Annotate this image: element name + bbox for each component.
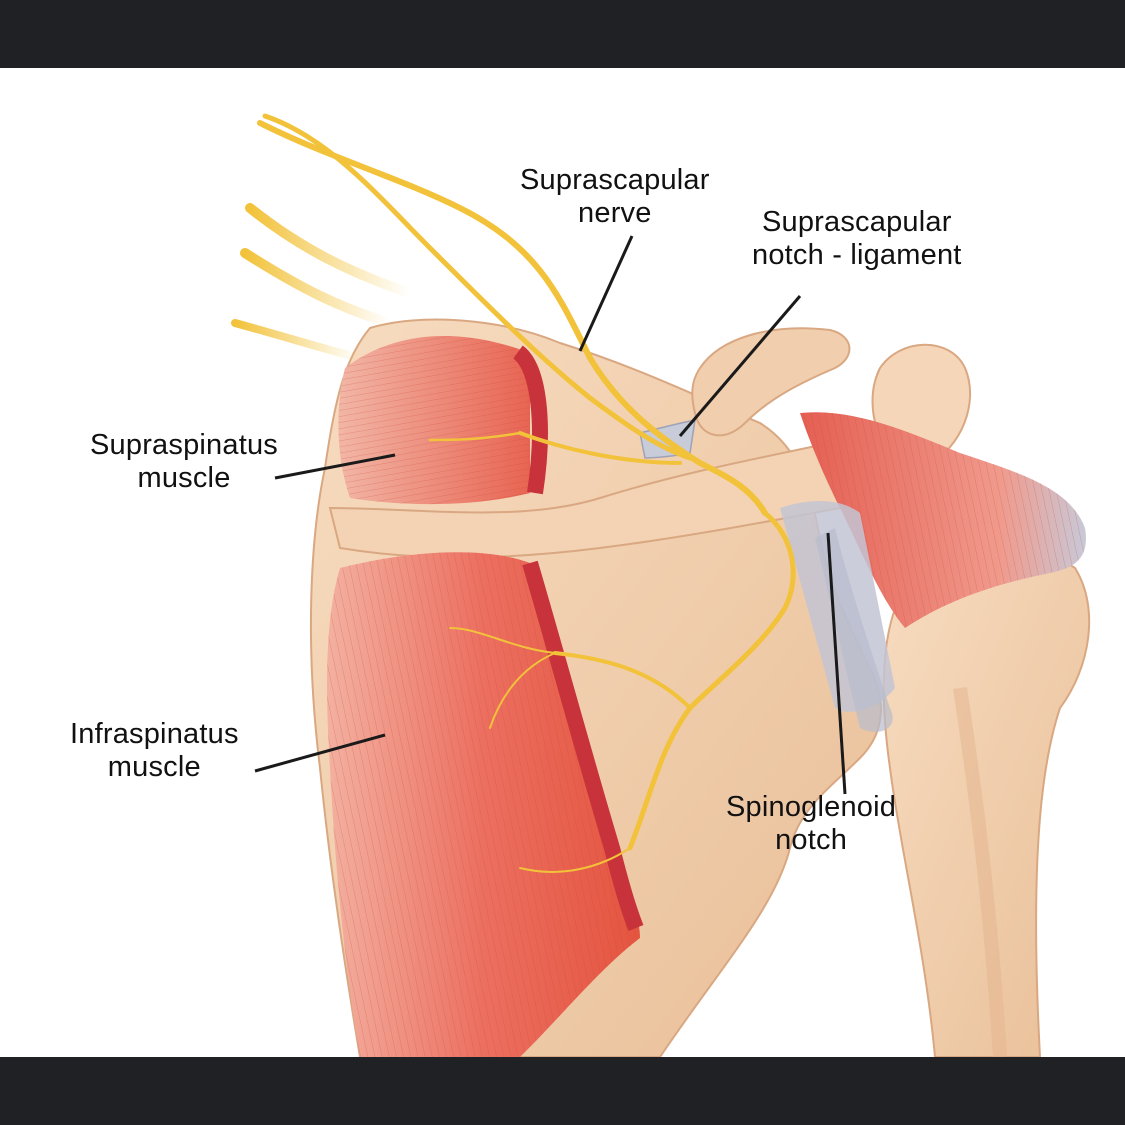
nerve-branches [231,113,796,873]
diagram-canvas [0,68,1125,1057]
label-line: Spinoglenoid [726,791,897,823]
label-line: muscle [137,462,231,494]
label-line: muscle [107,751,201,783]
label-line: nerve [578,197,652,229]
label-infraspinatus-muscle: Infraspinatus muscle [70,718,239,784]
label-line: notch [775,824,848,856]
leader-lines [254,235,847,795]
label-line: notch - ligament [752,239,962,271]
label-line: Suprascapular [520,164,710,196]
supraspinatus-cut-edge [512,345,548,495]
humerus-bone [882,552,1091,1057]
bottom-frame-bar [0,1057,1125,1125]
label-line: Infraspinatus [70,718,239,750]
top-frame-bar [0,0,1125,68]
coracoid-process [691,327,851,437]
label-line: Suprascapular [761,206,952,238]
label-supraspinatus-muscle: Supraspinatus muscle [90,429,278,495]
label-suprascapular-notch-ligament: Suprascapular notch - ligament [752,206,962,272]
humerus-shading [953,686,1007,1057]
shoulder-anatomy-illustration [231,113,1091,1057]
label-spinoglenoid-notch: Spinoglenoid notch [726,791,896,857]
label-line: Supraspinatus [90,429,278,461]
infraspinatus-cut-edge [522,560,644,931]
label-suprascapular-nerve: Suprascapular nerve [520,164,710,230]
